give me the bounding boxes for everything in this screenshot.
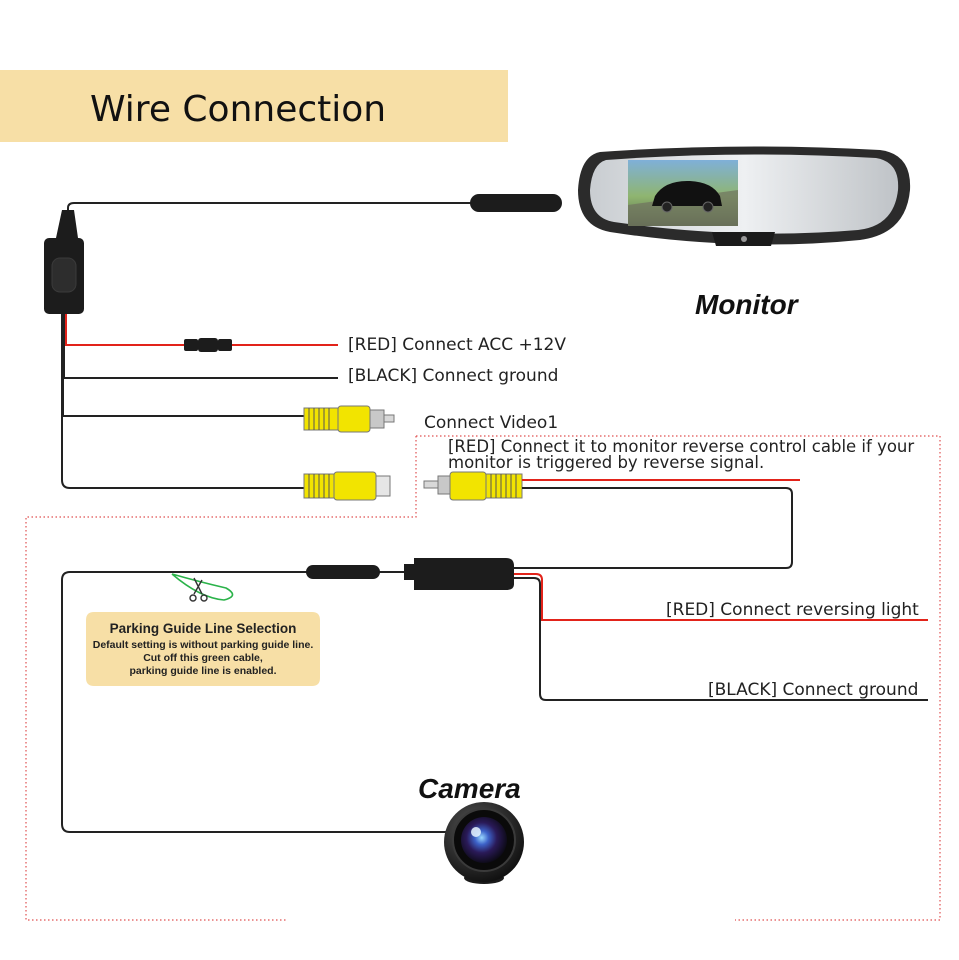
- monitor-plug: [470, 194, 562, 212]
- camera-region-border: [25, 435, 941, 921]
- black-ground-label: [BLACK] Connect ground: [348, 366, 558, 386]
- camera-label: Camera: [418, 773, 521, 804]
- title-banner: [0, 70, 508, 142]
- inline-fuse-icon: [44, 210, 84, 314]
- red-acc-label: [RED] Connect ACC +12V: [348, 335, 566, 355]
- junction-box-icon: [404, 558, 514, 590]
- camera-rca-plug-icon: [423, 471, 523, 501]
- acc-fuse-holder: [184, 338, 232, 352]
- scissors-icon: [189, 577, 208, 602]
- camera-plug: [306, 565, 380, 579]
- parking-guide-note: Parking Guide Line Selection Default set…: [86, 612, 320, 686]
- parking-note-line3: parking guide line is enabled.: [129, 665, 276, 677]
- parking-note-title: Parking Guide Line Selection: [110, 621, 297, 636]
- video1-label: Connect Video1: [424, 413, 558, 433]
- monitor-label: Monitor: [695, 289, 800, 320]
- reverse-control-label-line1: [RED] Connect it to monitor reverse cont…: [448, 437, 914, 456]
- monitor-cable: [67, 202, 472, 218]
- mirror-monitor-icon: [578, 146, 911, 246]
- camera-wires: [61, 479, 928, 833]
- red-reversing-light-label: [RED] Connect reversing light: [666, 600, 919, 620]
- guide-line-wire: [171, 573, 234, 601]
- page-title: Wire Connection: [90, 89, 386, 130]
- camera-black-ground-label: [BLACK] Connect ground: [708, 680, 918, 700]
- reverse-control-label-line2: monitor is triggered by reverse signal.: [448, 453, 764, 472]
- camera-lens-icon: [444, 802, 524, 884]
- rca-socket-icon: [303, 471, 391, 501]
- parking-note-line1: Default setting is without parking guide…: [93, 639, 314, 651]
- rca-plug-icon: [303, 405, 395, 433]
- monitor-branch-wires: [61, 314, 338, 489]
- parking-note-line2: Cut off this green cable,: [143, 652, 263, 664]
